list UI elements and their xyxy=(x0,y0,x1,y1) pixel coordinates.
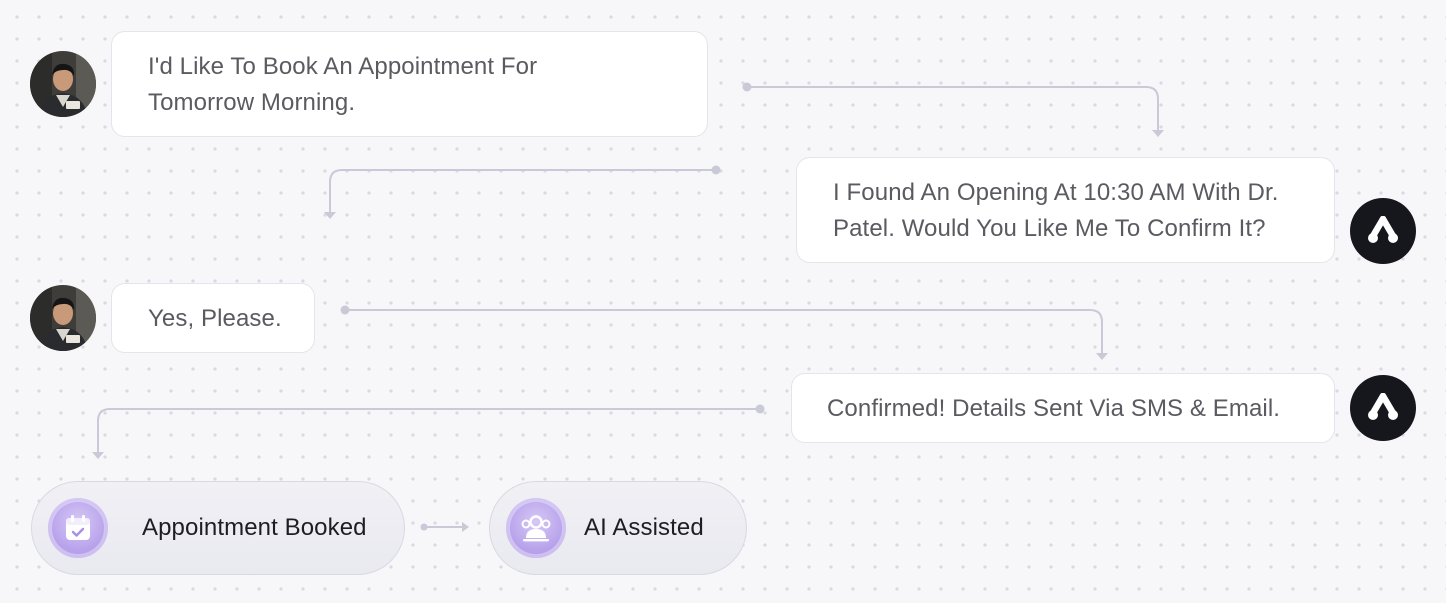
appointment-booked-badge: Appointment Booked xyxy=(31,481,405,575)
user-message-2: Yes, Please. xyxy=(111,283,315,353)
ai-assisted-badge: AI Assisted xyxy=(489,481,747,575)
connector-2 xyxy=(329,169,717,217)
assistant-message-1-line-2: Patel. Would You Like Me To Confirm It? xyxy=(833,215,1266,242)
users-icon xyxy=(506,498,566,558)
assistant-logo-icon xyxy=(1368,216,1398,243)
user-message-1-line-1: I'd Like To Book An Appointment For xyxy=(148,53,538,80)
assistant-logo-icon xyxy=(1368,393,1398,420)
connector-1 xyxy=(746,86,1159,135)
calendar-check-icon xyxy=(48,498,108,558)
user-avatar xyxy=(30,285,96,351)
user-message-2-text: Yes, Please. xyxy=(148,305,282,332)
user-message-1: I'd Like To Book An Appointment For Tomo… xyxy=(111,31,708,137)
ai-assisted-label: AI Assisted xyxy=(584,514,704,541)
connector-4 xyxy=(97,408,761,457)
assistant-avatar xyxy=(1350,375,1416,441)
assistant-message-2: Confirmed! Details Sent Via SMS & Email. xyxy=(791,373,1335,443)
assistant-message-2-text: Confirmed! Details Sent Via SMS & Email. xyxy=(827,395,1281,422)
user-avatar xyxy=(30,51,96,117)
appointment-booked-label: Appointment Booked xyxy=(142,514,367,541)
assistant-message-1: I Found An Opening At 10:30 AM With Dr. … xyxy=(796,157,1335,263)
connector-3 xyxy=(344,309,1103,358)
assistant-message-1-line-1: I Found An Opening At 10:30 AM With Dr. xyxy=(833,179,1279,206)
assistant-avatar xyxy=(1350,198,1416,264)
user-message-1-line-2: Tomorrow Morning. xyxy=(148,89,356,116)
